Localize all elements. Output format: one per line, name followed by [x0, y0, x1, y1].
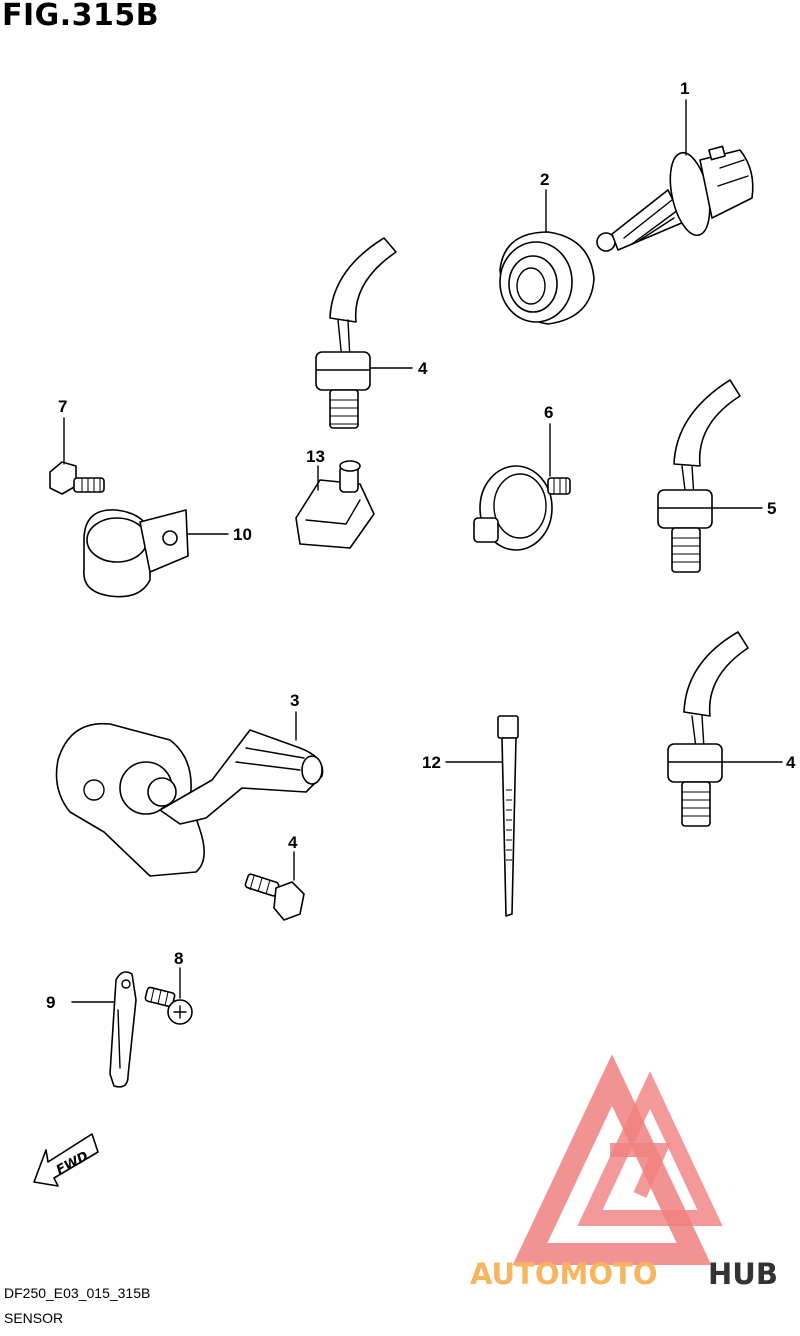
callout-5: 5: [767, 499, 776, 518]
part-4-sensor-lower[interactable]: [667, 631, 749, 827]
callout-3: 3: [290, 691, 299, 710]
callout-10: 10: [233, 525, 252, 544]
callout-4-lower: 4: [786, 753, 796, 772]
part-9-screw[interactable]: [144, 986, 193, 1025]
watermark-text-main: AUTOMOTO: [470, 1257, 657, 1291]
figure-title: FIG.315B: [2, 0, 160, 33]
callout-2: 2: [540, 170, 549, 189]
callout-4-upper: 4: [418, 359, 428, 378]
part-11-strap[interactable]: [109, 971, 137, 1088]
part-7-bolt[interactable]: [244, 873, 305, 921]
callout-12: 12: [422, 753, 441, 772]
part-10-clamp[interactable]: [83, 509, 189, 598]
part-1-sensor-connector[interactable]: [596, 145, 754, 252]
part-4-sensor-upper[interactable]: [315, 237, 397, 429]
part-6-knock-sensor[interactable]: [473, 465, 571, 551]
callout-1: 1: [680, 79, 689, 98]
part-13-clip[interactable]: [295, 460, 375, 549]
fwd-arrow-icon: [33, 1133, 99, 1187]
figure-code: DF250_E03_015_315B: [4, 1285, 151, 1301]
part-5-sensor[interactable]: [657, 379, 741, 573]
part-3-bracket-assembly[interactable]: [55, 722, 324, 877]
watermark-logo: [512, 1054, 723, 1265]
callout-11: 9: [46, 993, 55, 1012]
callout-9: 8: [174, 949, 183, 968]
callout-13: 13: [306, 447, 325, 466]
figure-name: SENSOR: [4, 1310, 64, 1326]
part-12-cable-tie[interactable]: [497, 715, 519, 917]
callout-7: 4: [288, 833, 298, 852]
callout-8: 7: [58, 397, 67, 416]
part-2-grommet[interactable]: [499, 231, 595, 325]
watermark-text-hub: HUB: [708, 1257, 778, 1291]
part-8-bolt[interactable]: [49, 461, 105, 495]
callout-6: 6: [544, 403, 553, 422]
